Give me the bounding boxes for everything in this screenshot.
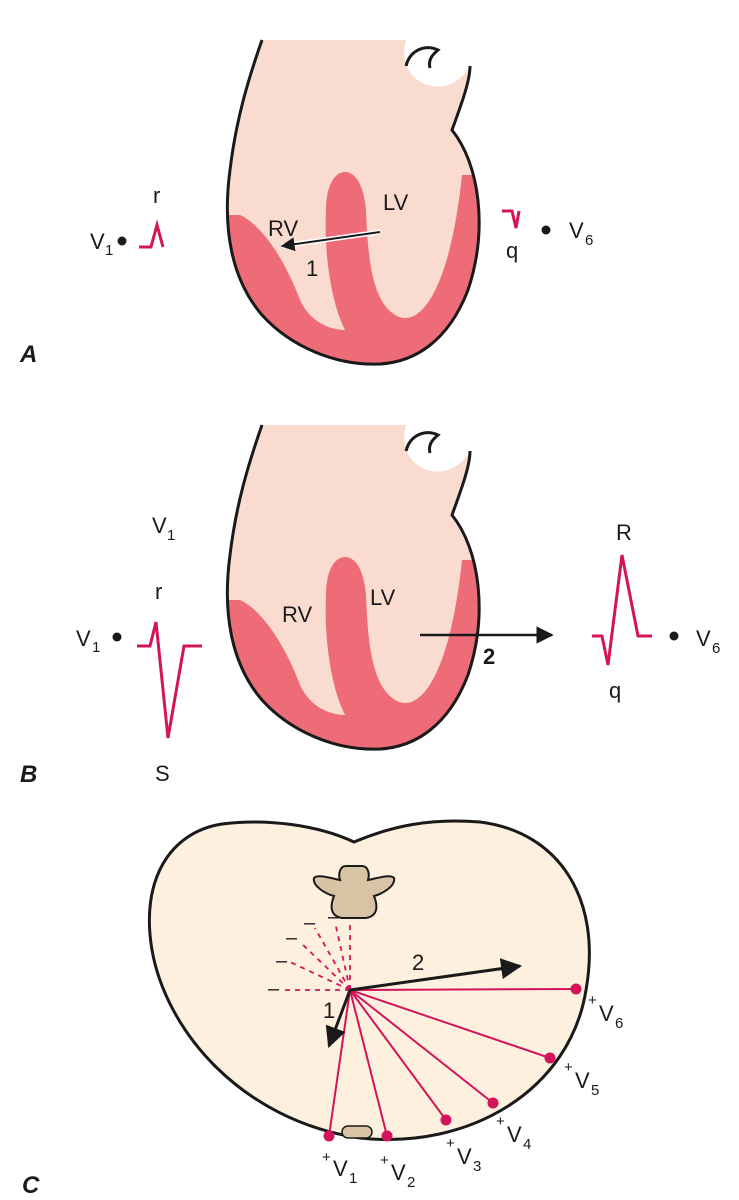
electrode-v1-c (323, 1130, 335, 1142)
label-vector-2-c: 2 (412, 950, 424, 975)
panel-b: RV LV 2 V 1 V 1 r S R q V 6 B (20, 424, 720, 788)
wave-r-a: r (153, 183, 160, 208)
lead-v2-c-sub: 2 (407, 1174, 415, 1191)
lead-v5-c-sub: 5 (591, 1082, 599, 1099)
electrode-v4-c (487, 1097, 499, 1109)
torso-cross-section (147, 819, 591, 1141)
electrode-v6-a (541, 225, 551, 235)
lead-v6-c-name: V (599, 1001, 614, 1026)
wave-R-b: R (616, 520, 632, 545)
lead-v3-c-sub: 3 (473, 1158, 481, 1175)
label-lv-a: LV (383, 190, 409, 215)
label-rv-b: RV (282, 602, 312, 627)
panel-a: RV LV 1 V 1 r q V 6 A (19, 39, 593, 368)
minus-sign-v1: – (348, 906, 360, 928)
ecg-v6-b-waveform (592, 554, 652, 666)
lead-v2-c-name: V (391, 1160, 406, 1185)
lead-label-v4-c: + V 4 (496, 1113, 531, 1153)
lead-electrodes (323, 983, 582, 1142)
heart-b (225, 424, 481, 751)
plus-v3: + (446, 1135, 455, 1152)
lead-v1-b-title: V (152, 513, 167, 538)
lead-v6-b-label: V (696, 626, 711, 651)
vector-2-arrow-c (349, 958, 523, 992)
lead-label-v1-c: + V 1 (322, 1149, 357, 1187)
electrode-v6-c (570, 983, 582, 995)
heart-a (225, 39, 481, 366)
minus-sign-v2: – (328, 906, 340, 928)
positive-lead-lines (328, 988, 577, 1137)
lead-label-v2-c: + V 2 (380, 1152, 415, 1191)
plus-v4: + (496, 1113, 505, 1130)
electrode-v2-c (381, 1130, 393, 1142)
lead-v6-a-label: V (569, 218, 584, 243)
label-rv-a: RV (268, 216, 298, 241)
lead-v4-c-sub: 4 (523, 1136, 531, 1153)
panel-c-letter: C (22, 1172, 40, 1199)
panel-b-letter: B (20, 761, 37, 788)
lead-v4-c-name: V (507, 1122, 522, 1147)
lead-v6-a-sub: 6 (585, 232, 593, 249)
minus-sign-v3: – (304, 912, 316, 934)
lead-v1-c-name: V (333, 1156, 348, 1181)
heart-a-vessel-arc (404, 46, 441, 69)
negative-lead-dashes (282, 920, 351, 991)
electrode-v3-c (440, 1114, 452, 1126)
plus-v5: + (564, 1059, 573, 1076)
lead-label-v3-c: + V 3 (446, 1135, 481, 1175)
heart-b-vessel-arc (404, 431, 441, 454)
lead-v1-a-sub: 1 (105, 242, 113, 259)
minus-sign-v4: – (286, 927, 298, 949)
ecg-v1-a-waveform (139, 219, 165, 249)
plus-v6: + (588, 992, 597, 1009)
label-lv-b: LV (370, 585, 396, 610)
panel-c: – – – – – – 1 2 + V (22, 819, 623, 1199)
panel-a-letter: A (19, 341, 37, 368)
electrode-v5-c (544, 1052, 556, 1064)
minus-sign-v6: – (268, 978, 280, 1000)
lead-v1-b-title-sub: 1 (167, 527, 175, 544)
electrode-v1-b (112, 632, 122, 642)
lead-label-v6-c: + V 6 (588, 992, 623, 1032)
lead-label-v5-c: + V 5 (564, 1059, 599, 1099)
heart-a-outline (225, 39, 481, 366)
ecg-v1-b-waveform (137, 621, 202, 739)
lead-v1-a-label: V (90, 229, 105, 254)
plus-v2: + (380, 1152, 389, 1169)
wave-q-a: q (506, 238, 518, 263)
vector-1-arrow-a-core (280, 231, 381, 252)
vector-1-arrow-c (325, 989, 352, 1048)
label-vector-2-b: 2 (483, 644, 495, 669)
wave-s-b: S (155, 761, 170, 786)
heart-b-outline (225, 424, 481, 751)
label-vector-1-c: 1 (323, 998, 335, 1023)
lead-v3-c-name: V (457, 1144, 472, 1169)
electrode-v1-a (117, 236, 127, 246)
lead-v6-c-sub: 6 (615, 1015, 623, 1032)
minus-sign-v5: – (276, 950, 288, 972)
vertebra (312, 865, 396, 919)
lead-v6-b-sub: 6 (712, 640, 720, 657)
lead-v1-b-label: V (76, 626, 91, 651)
electrode-v6-b (669, 631, 679, 641)
ecg-v6-a-waveform (502, 209, 521, 229)
lead-v1-b-sub: 1 (92, 639, 100, 656)
lead-v5-c-name: V (575, 1068, 590, 1093)
plus-v1: + (322, 1149, 331, 1166)
label-vector-1-a: 1 (306, 256, 318, 281)
lead-v1-c-sub: 1 (349, 1170, 357, 1187)
wave-q-b: q (609, 678, 621, 703)
sternum (341, 1125, 373, 1139)
wave-r-b: r (155, 579, 162, 604)
